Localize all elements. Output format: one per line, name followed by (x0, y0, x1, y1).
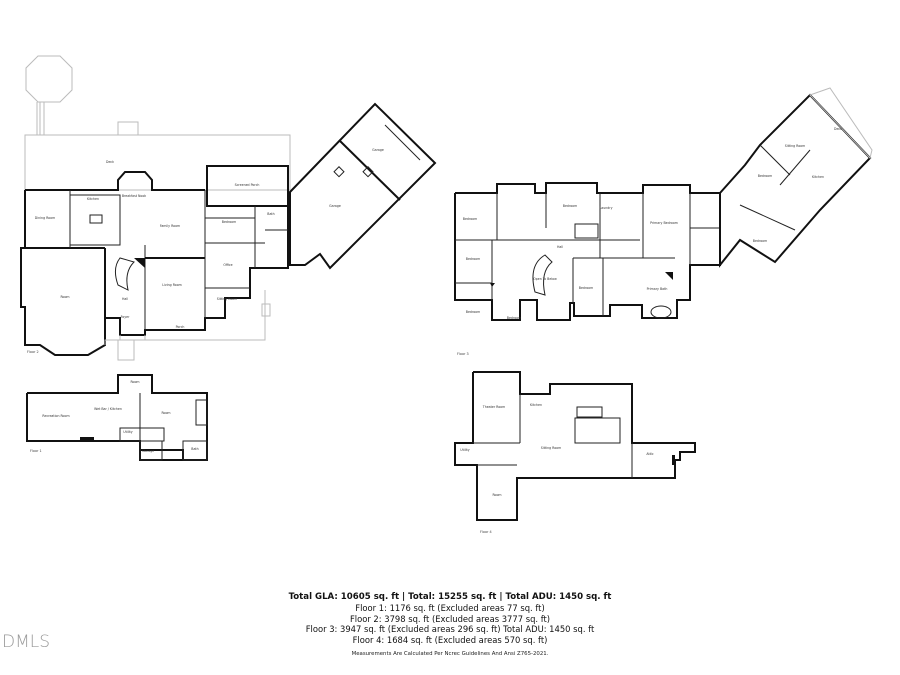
room-label: Kitchen (87, 197, 99, 201)
area-summary: Total GLA: 10605 sq. ft | Total: 15255 s… (250, 592, 650, 657)
room-label: Room (161, 411, 170, 415)
room-label: Open To Below (533, 277, 557, 281)
floor-1-label: Floor 1 (30, 449, 42, 453)
floor-1-area: Floor 1: 1176 sq. ft (Excluded areas 77 … (355, 603, 545, 613)
room-label: Storage (142, 449, 155, 453)
room-label: Deck (106, 160, 114, 164)
floor-2-label: Floor 2 (27, 350, 39, 354)
floor-3-area: Floor 3: 3947 sq. ft (Excluded areas 296… (305, 624, 595, 634)
floor-2-outer-wall (20, 190, 289, 356)
room-label: Bedroom (579, 286, 593, 290)
floor-3-wing (719, 93, 872, 268)
room-label: Wet Bar / Kitchen (94, 407, 122, 411)
room-label: Attic (646, 452, 654, 456)
gazebo (25, 55, 73, 103)
room-label: Living Room (162, 283, 182, 287)
floor-4-plan: Floor 4 Theater Room Kitchen Sitting Roo… (454, 371, 696, 534)
floor-3-plan: Floor 3 Bedroom Bedroom Laundry Primary … (454, 87, 873, 356)
floor-4-area: Floor 4: 1684 sq. ft (Excluded areas 570… (352, 634, 548, 645)
room-label: Kitchen (812, 175, 824, 179)
floor-2-room-labels: Deck Screened Porch Dining Room Kitchen … (35, 148, 384, 329)
room-label: Room (60, 295, 69, 299)
floor-4-room-labels: Theater Room Kitchen Sitting Room Utilit… (460, 403, 654, 497)
room-label: Screened Porch (235, 183, 260, 187)
floor-4-label: Floor 4 (480, 530, 492, 534)
room-label: Bedroom (507, 316, 521, 320)
screened-porch (206, 165, 289, 207)
room-label: Room (492, 493, 501, 497)
kitchen (69, 194, 121, 246)
room-label: Garage (329, 204, 341, 208)
room-label: Sitting Room (785, 144, 805, 148)
room-label: Office (223, 263, 232, 267)
room-label: Recreation Room (42, 414, 69, 418)
room-label: Theater Room (482, 405, 506, 409)
room-label: Family Room (160, 224, 180, 228)
front-porch (119, 290, 266, 341)
room-label: Utility (123, 430, 132, 434)
measurement-note: Measurements Are Calculated Per Ncrec Gu… (351, 651, 549, 657)
room-label: Porch (176, 325, 185, 329)
room-label: Bedroom (466, 310, 480, 314)
dmls-logo: DMLS (2, 632, 51, 652)
spiral-staircase (114, 257, 135, 291)
total-area-line: Total GLA: 10605 sq. ft | Total: 15255 s… (288, 592, 612, 602)
floor-1-room-labels: Recreation Room Wet Bar / Kitchen Room R… (42, 380, 198, 453)
garage (289, 102, 437, 270)
front-stairs (117, 339, 135, 361)
room-label: Bedroom (463, 217, 477, 221)
floor-1-plan: Floor 1 Recreation Room Wet Bar / Kitche… (26, 374, 208, 461)
room-label: Bedroom (563, 204, 577, 208)
room-label: Bath (267, 212, 274, 216)
deck (24, 134, 291, 191)
floor-4-outer-wall (454, 371, 696, 521)
room-label: Hall (557, 245, 563, 249)
room-label: Breakfast Nook (122, 194, 146, 198)
floor-2-plan: Floor 2 Deck Screened Porch Dining Room … (20, 55, 437, 361)
room-label: Bedroom (222, 220, 236, 224)
room-label: Hall (122, 297, 128, 301)
room-label: Bath (191, 447, 198, 451)
room-label: Primary Bath (647, 287, 668, 291)
spiral-staircase (532, 254, 553, 296)
room-label: Primary Bedroom (650, 221, 678, 225)
floor-2-rear-wall (25, 171, 205, 191)
room-label: Sitting Room (217, 297, 237, 301)
room-label: Room (130, 380, 139, 384)
floor-3-label: Floor 3 (457, 352, 469, 356)
room-label: Kitchen (530, 403, 542, 407)
room-label: Deck (834, 127, 842, 131)
room-label: Dining Room (35, 216, 55, 220)
room-label: Foyer (121, 315, 131, 319)
deck-stairs (117, 121, 139, 136)
room-label: Sitting Room (541, 446, 561, 450)
room-label: Laundry (600, 206, 613, 210)
floor-3-outer-wall (454, 182, 721, 321)
room-label: Bedroom (758, 174, 772, 178)
room-label: Utility (460, 448, 469, 452)
floor-3-room-labels: Bedroom Bedroom Laundry Primary Bedroom … (463, 127, 842, 320)
room-label: Bedroom (753, 239, 767, 243)
room-label: Bedroom (466, 257, 480, 261)
wing-deck (809, 87, 873, 160)
room-label: Garage (372, 148, 384, 152)
floor-2-area: Floor 2: 3798 sq. ft (Excluded areas 377… (349, 613, 551, 624)
